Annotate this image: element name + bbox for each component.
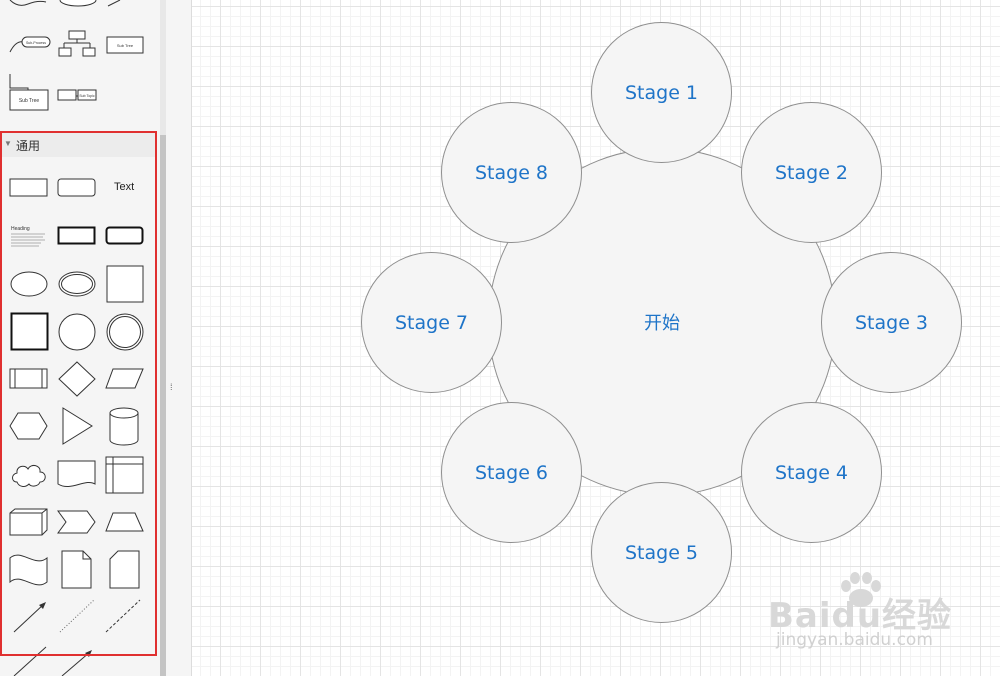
subprocess-mini-label: Sub-Process	[26, 41, 46, 45]
shape-dotted-line[interactable]	[58, 598, 96, 634]
shape-dashed-line[interactable]	[104, 598, 142, 634]
shape-cloud[interactable]	[9, 460, 49, 490]
stage-node-1[interactable]: Stage 1	[591, 22, 732, 163]
shape-rounded-rectangle[interactable]	[57, 178, 97, 198]
shape-tape[interactable]	[9, 552, 49, 588]
stage-label: Stage 1	[624, 81, 699, 104]
center-node-label: 开始	[644, 313, 680, 334]
shape-org-tree[interactable]	[58, 30, 96, 58]
shape-cylinder[interactable]	[109, 407, 141, 447]
shape-bold-square[interactable]	[10, 312, 50, 352]
shape-ellipse-partial[interactable]	[58, 0, 98, 8]
stage-label: Stage 7	[394, 311, 469, 334]
stage-label: Stage 5	[624, 541, 699, 564]
stage-node-3[interactable]: Stage 3	[821, 252, 962, 393]
shape-heading-textblock[interactable]: Heading	[9, 224, 49, 250]
shape-sub-tree-box[interactable]: Sub Tree	[106, 36, 144, 54]
shape-document[interactable]	[57, 460, 97, 490]
stage-label: Stage 3	[854, 311, 929, 334]
mindmap-mini-label: Sub Topic	[79, 94, 95, 98]
stage-node-5[interactable]: Stage 5	[591, 482, 732, 623]
stage-node-2[interactable]: Stage 2	[741, 102, 882, 243]
collapse-triangle-icon: ▼	[4, 139, 12, 148]
stage-label: Stage 4	[774, 461, 849, 484]
shape-process[interactable]	[9, 368, 49, 390]
shape-sub-tree-branch[interactable]: Sub Tree	[8, 72, 50, 114]
section-header-general[interactable]: ▼ 通用	[0, 133, 156, 157]
stage-node-7[interactable]: Stage 7	[361, 252, 502, 393]
stage-label: Stage 6	[474, 461, 549, 484]
shape-mindmap-branch[interactable]: Sub Topic	[56, 84, 98, 108]
sidebar-scrollbar-thumb[interactable]	[160, 135, 166, 676]
panel-splitter[interactable]	[166, 0, 192, 676]
shape-double-ellipse[interactable]	[57, 270, 97, 298]
shape-bold-rounded-rectangle[interactable]	[105, 226, 145, 246]
shape-rectangle[interactable]	[9, 178, 49, 198]
sub-tree-mini-label: Sub Tree	[117, 43, 134, 48]
stage-label: Stage 2	[774, 161, 849, 184]
shape-subprocess-curve[interactable]: Sub-Process	[8, 30, 52, 56]
shape-cube[interactable]	[9, 508, 49, 536]
sub-tree-branch-label: Sub Tree	[19, 98, 40, 104]
shape-triangle[interactable]	[62, 407, 94, 445]
stage-node-6[interactable]: Stage 6	[441, 402, 582, 543]
shape-circle[interactable]	[57, 312, 97, 352]
shape-line-partial[interactable]	[106, 0, 126, 8]
shape-curve-partial[interactable]	[8, 0, 48, 8]
shape-ellipse[interactable]	[9, 270, 49, 298]
splitter-grip-icon: ⁞	[170, 382, 173, 392]
shape-card[interactable]	[109, 550, 141, 590]
stage-label: Stage 8	[474, 161, 549, 184]
shape-bold-rectangle[interactable]	[57, 226, 97, 246]
stage-node-4[interactable]: Stage 4	[741, 402, 882, 543]
shape-line-partial-bottom[interactable]	[10, 645, 50, 676]
shape-arrow-line[interactable]	[12, 600, 48, 634]
shape-square[interactable]	[106, 265, 146, 303]
shape-sidebar: Sub-Process Sub Tree Sub Tree	[0, 0, 160, 676]
heading-mini-label: Heading	[11, 226, 30, 232]
shape-double-circle[interactable]	[105, 312, 145, 352]
stage-node-8[interactable]: Stage 8	[441, 102, 582, 243]
shape-trapezoid[interactable]	[105, 512, 145, 532]
shape-diamond[interactable]	[58, 361, 98, 397]
shape-hexagon[interactable]	[9, 412, 49, 440]
shape-step-chevron[interactable]	[57, 510, 97, 534]
shape-arrow-partial-bottom[interactable]	[58, 648, 98, 676]
shape-parallelogram[interactable]	[105, 368, 145, 390]
shape-note[interactable]	[61, 550, 93, 590]
shape-text[interactable]: Text	[114, 181, 135, 193]
shape-internal-storage[interactable]	[105, 456, 145, 494]
section-label-general: 通用	[16, 139, 41, 153]
